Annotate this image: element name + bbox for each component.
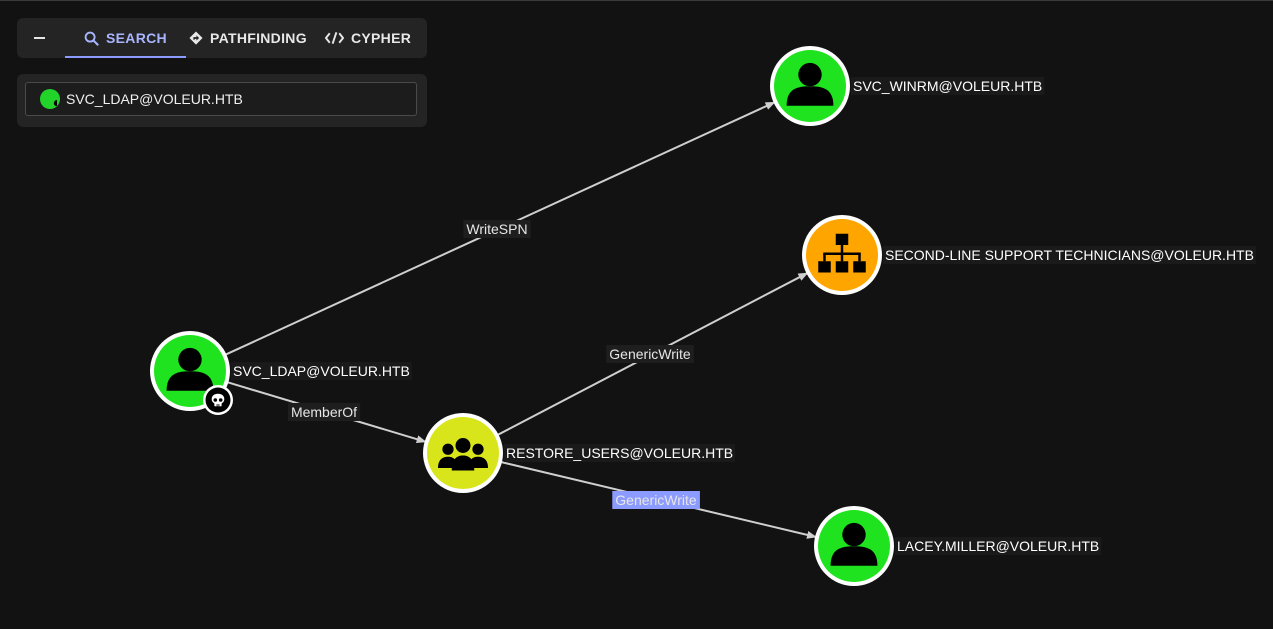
top-border: [0, 0, 1273, 1]
search-input[interactable]: [66, 91, 396, 107]
user-icon: [40, 89, 60, 109]
search-icon: [84, 31, 99, 46]
node-second_line[interactable]: SECOND-LINE SUPPORT TECHNICIANS@VOLEUR.H…: [802, 215, 1256, 295]
minus-icon: [33, 37, 45, 39]
edge-label-bg: [612, 491, 700, 509]
tab-pathfinding[interactable]: PATHFINDING: [189, 18, 307, 58]
node-label-bg: [883, 246, 1256, 264]
node-restore_users[interactable]: RESTORE_USERS@VOLEUR.HTB: [423, 413, 736, 493]
edge-label-bg: [463, 220, 531, 238]
node-label-bg: [504, 444, 736, 462]
node-svc_ldap[interactable]: SVC_LDAP@VOLEUR.HTB: [150, 331, 412, 415]
tab-search[interactable]: SEARCH: [65, 18, 186, 58]
node-label-bg: [231, 362, 412, 380]
code-icon: [325, 31, 344, 45]
node-label: SECOND-LINE SUPPORT TECHNICIANS@VOLEUR.H…: [885, 247, 1254, 263]
directions-icon: [189, 31, 203, 45]
edge-label-0[interactable]: WriteSPN: [463, 220, 531, 238]
collapse-panel-button[interactable]: [27, 26, 51, 50]
edge-label-text: WriteSPN: [466, 221, 527, 237]
edge-label-1[interactable]: MemberOf: [287, 403, 361, 421]
node-label: SVC_LDAP@VOLEUR.HTB: [233, 363, 410, 379]
edge-label-text: GenericWrite: [609, 346, 691, 362]
tab-cypher[interactable]: CYPHER: [325, 18, 411, 58]
search-panel-tabs: SEARCH PATHFINDING CYPHER: [17, 18, 427, 58]
search-panel: [17, 74, 427, 127]
tab-pathfinding-label: PATHFINDING: [210, 30, 307, 46]
node-label-bg: [895, 537, 1102, 555]
edge-label-bg: [606, 345, 694, 363]
node-label: SVC_WINRM@VOLEUR.HTB: [853, 78, 1042, 94]
node-lacey_miller[interactable]: LACEY.MILLER@VOLEUR.HTB: [814, 506, 1102, 586]
node-label-bg: [851, 77, 1045, 95]
node-label: LACEY.MILLER@VOLEUR.HTB: [897, 538, 1099, 554]
edge-label-3[interactable]: GenericWrite: [612, 491, 700, 509]
search-field[interactable]: [25, 82, 417, 116]
tab-search-label: SEARCH: [106, 30, 167, 46]
edge-label-text: MemberOf: [291, 404, 357, 420]
tab-cypher-label: CYPHER: [351, 30, 412, 46]
edge-label-2[interactable]: GenericWrite: [606, 345, 694, 363]
node-svc_winrm[interactable]: SVC_WINRM@VOLEUR.HTB: [770, 46, 1045, 126]
edge-label-text: GenericWrite: [615, 492, 697, 508]
node-label: RESTORE_USERS@VOLEUR.HTB: [506, 445, 733, 461]
edge-label-bg: [287, 403, 361, 421]
